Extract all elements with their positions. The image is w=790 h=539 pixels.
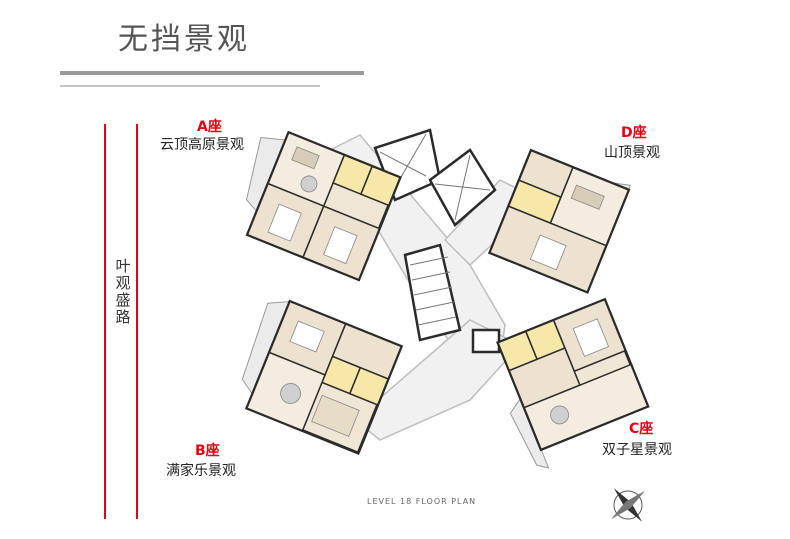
road-name: 叶观盛路 [115, 257, 131, 326]
road-line-right [136, 124, 138, 519]
block-b-label: B座 [195, 443, 220, 459]
block-c-label: C座 [629, 421, 654, 437]
title-rule-thick [60, 71, 364, 75]
unit-c [496, 297, 650, 469]
block-d-label: D座 [621, 125, 647, 141]
unit-b [241, 299, 404, 456]
block-c-view: 双子星景观 [602, 442, 672, 458]
block-a-label: A座 [197, 119, 222, 135]
title-rule-thin [60, 85, 320, 87]
unit-d [487, 148, 632, 294]
compass-rose-icon [611, 488, 645, 522]
block-a-view: 云顶高原景观 [160, 137, 244, 153]
page-title: 无挡景观 [118, 22, 250, 57]
block-b-view: 满家乐景观 [166, 463, 236, 479]
block-d-view: 山顶景观 [604, 145, 660, 161]
road-line-left [104, 124, 106, 519]
floor-plan-caption: LEVEL 18 FLOOR PLAN [367, 497, 477, 506]
unit-a [245, 130, 402, 282]
